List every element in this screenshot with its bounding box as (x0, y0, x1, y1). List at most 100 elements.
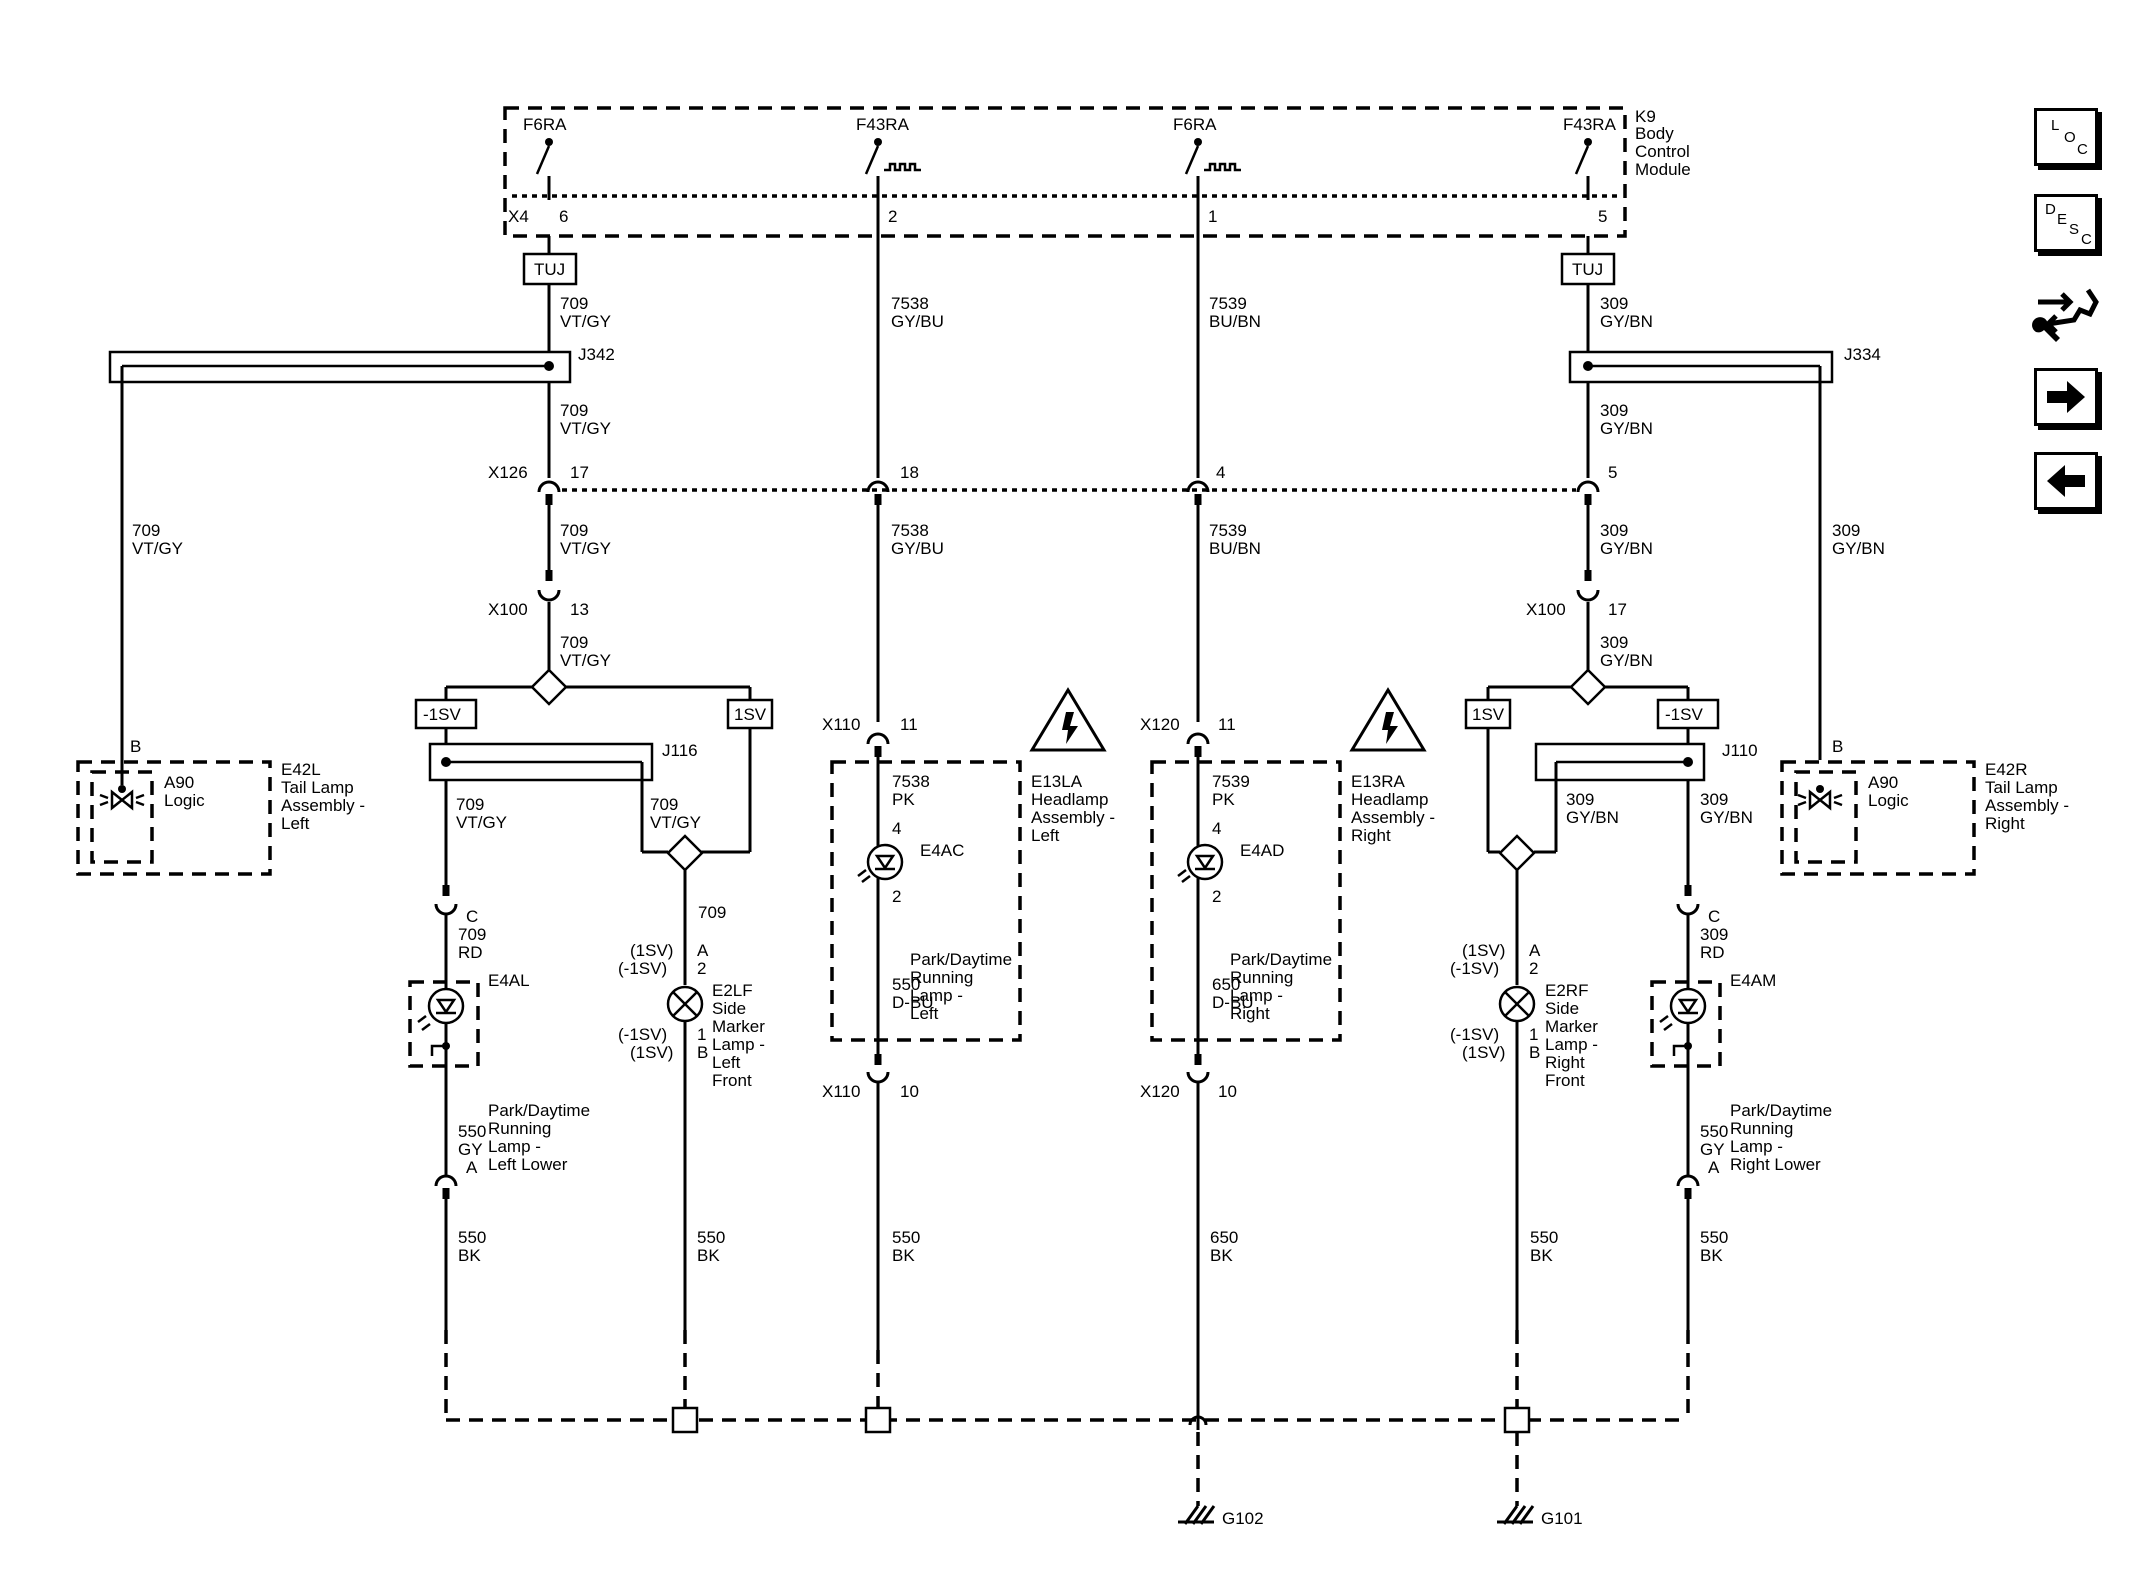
diagram-label: RD (458, 943, 483, 962)
connector-x120-top: X120 11 (1140, 715, 1236, 757)
diagram-label: E4AD (1240, 841, 1284, 860)
wire-color: BK (697, 1246, 720, 1265)
wire-circuit-number: 309 (1600, 294, 1628, 313)
high-voltage-warning-icon (1349, 687, 1427, 752)
diagram-label: A (1708, 1158, 1720, 1177)
diagram-label: Lamp - (712, 1035, 765, 1054)
connector-repair-icon[interactable] (2030, 280, 2102, 346)
connector-x100-right: X100 17 (1526, 570, 1627, 619)
led-icon (1177, 843, 1224, 883)
diagram-label: Lamp - (488, 1137, 541, 1156)
next-page-icon[interactable] (2034, 368, 2098, 426)
led-icon (99, 789, 145, 811)
wire-circuit-number: 709 (560, 633, 588, 652)
diagram-label: PK (892, 790, 915, 809)
diagram-label: Front (1545, 1071, 1585, 1090)
diagram-label: 709 (458, 925, 486, 944)
diagram-label: 11 (900, 715, 918, 734)
diagram-label: -1SV (423, 705, 461, 724)
diagram-label: Running (910, 968, 973, 987)
diagram-label: Right (1545, 1053, 1585, 1072)
diagram-label: 18 (900, 463, 919, 482)
wire-color: BK (1210, 1246, 1233, 1265)
diagram-label: 650 (1212, 975, 1240, 994)
diagram-label: Marker (712, 1017, 765, 1036)
wire-color: BU/BN (1209, 312, 1261, 331)
diagram-label: (-1SV) (618, 1025, 667, 1044)
diagram-label: Park/Daytime (488, 1101, 590, 1120)
bulb-icon (666, 985, 704, 1023)
diagram-label: Left Lower (488, 1155, 568, 1174)
component-locator-button[interactable]: L O C (2034, 108, 2098, 166)
diagram-label: -1SV (1665, 705, 1703, 724)
wire-circuit-number: 709 (132, 521, 160, 540)
diagram-label: Assembly - (1985, 796, 2069, 815)
diagram-label: 1SV (1472, 705, 1505, 724)
wire-circuit-number: 309 (1600, 401, 1628, 420)
diagram-label: 2 (1212, 887, 1221, 906)
diagram-label: B (130, 737, 141, 756)
wire-color: BK (1530, 1246, 1553, 1265)
output-name: F6RA (523, 115, 567, 134)
wire-circuit-number: 309 (1600, 633, 1628, 652)
module-name-line: Control (1635, 142, 1690, 161)
output-pin: 5 (1598, 207, 1607, 226)
diagram-label: Lamp - (1230, 986, 1283, 1005)
component-description-button[interactable]: D E S C (2034, 194, 2098, 252)
diagram-label: (1SV) (630, 1043, 673, 1062)
module-id: K9 (1635, 107, 1656, 126)
diagram-label: (-1SV) (618, 959, 667, 978)
diagram-label: E13RA (1351, 772, 1406, 791)
left-strap-network: -1SV 1SV J116 (414, 668, 774, 985)
connector-x110-top: X110 11 (822, 715, 918, 757)
diagram-label: X110 (822, 1082, 860, 1101)
wire-color: GY/BN (1700, 808, 1753, 827)
diagram-label: Lamp - (1545, 1035, 1598, 1054)
wire-color: BK (458, 1246, 481, 1265)
diagram-label: Park/Daytime (1730, 1101, 1832, 1120)
wire-circuit-number: 550 (892, 1228, 920, 1247)
diagram-label: E2LF (712, 981, 753, 1000)
wire-circuit-number: 7539 (1209, 294, 1247, 313)
diagram-label: E13LA (1031, 772, 1083, 791)
output-switch-f6ra-left: F6RA 6 (523, 115, 568, 226)
tail-lamp-assembly-right: B A90 Logic E42R Tail Lamp Assembly - Ri… (1780, 737, 2069, 876)
diagram-label: Headlamp (1031, 790, 1109, 809)
diagram-label: 4 (1216, 463, 1225, 482)
bulb-icon (1498, 985, 1536, 1023)
diagram-label: 550 (458, 1122, 486, 1141)
diagram-label: Assembly - (281, 796, 365, 815)
ground-g102: G102 (1178, 1505, 1264, 1528)
diagram-label: Running (488, 1119, 551, 1138)
wire-circuit-number: 550 (1530, 1228, 1558, 1247)
output-switch-f6ra-right: F6RA 1 (1173, 115, 1241, 226)
wire-color: GY/BU (891, 539, 944, 558)
diagram-label: E2RF (1545, 981, 1588, 1000)
diagram-label: GY (458, 1140, 483, 1159)
connector-x110-bottom: X110 10 (822, 1054, 919, 1350)
wire-color: VT/GY (560, 539, 611, 558)
diagram-label: D-BU (1212, 993, 1254, 1012)
diagram-label: Right (1230, 1004, 1270, 1023)
diagram-label: E42L (281, 760, 321, 779)
diagram-label: Running (1730, 1119, 1793, 1138)
diagram-label: 1 (1529, 1025, 1538, 1044)
fuse-tuj-left: TUJ (522, 252, 578, 286)
diagram-label: Right (1985, 814, 2025, 833)
wire-circuit-number: 709 (650, 795, 678, 814)
diagram-label: 17 (570, 463, 589, 482)
diagram-label: 1SV (734, 705, 767, 724)
diagram-label: G101 (1541, 1509, 1583, 1528)
diagram-label: X110 (822, 715, 860, 734)
module-name-line: Body (1635, 124, 1674, 143)
lamp-e4am-right-lower: C 309 RD E4AM Park/Daytime Running Lamp … (1650, 885, 1832, 1330)
wire-circuit-number: 309 (1700, 790, 1728, 809)
diagram-label: RD (1700, 943, 1725, 962)
diagram-label: Side (712, 999, 746, 1018)
previous-page-icon[interactable] (2034, 452, 2098, 510)
headlamp-assembly-left: 7538 PK 4 E4AC 2 Park/Daytime Running La… (830, 687, 1115, 1054)
wire-circuit-number: 709 (560, 521, 588, 540)
diagram-label: 17 (1608, 600, 1627, 619)
diagram-label: A (1529, 941, 1541, 960)
